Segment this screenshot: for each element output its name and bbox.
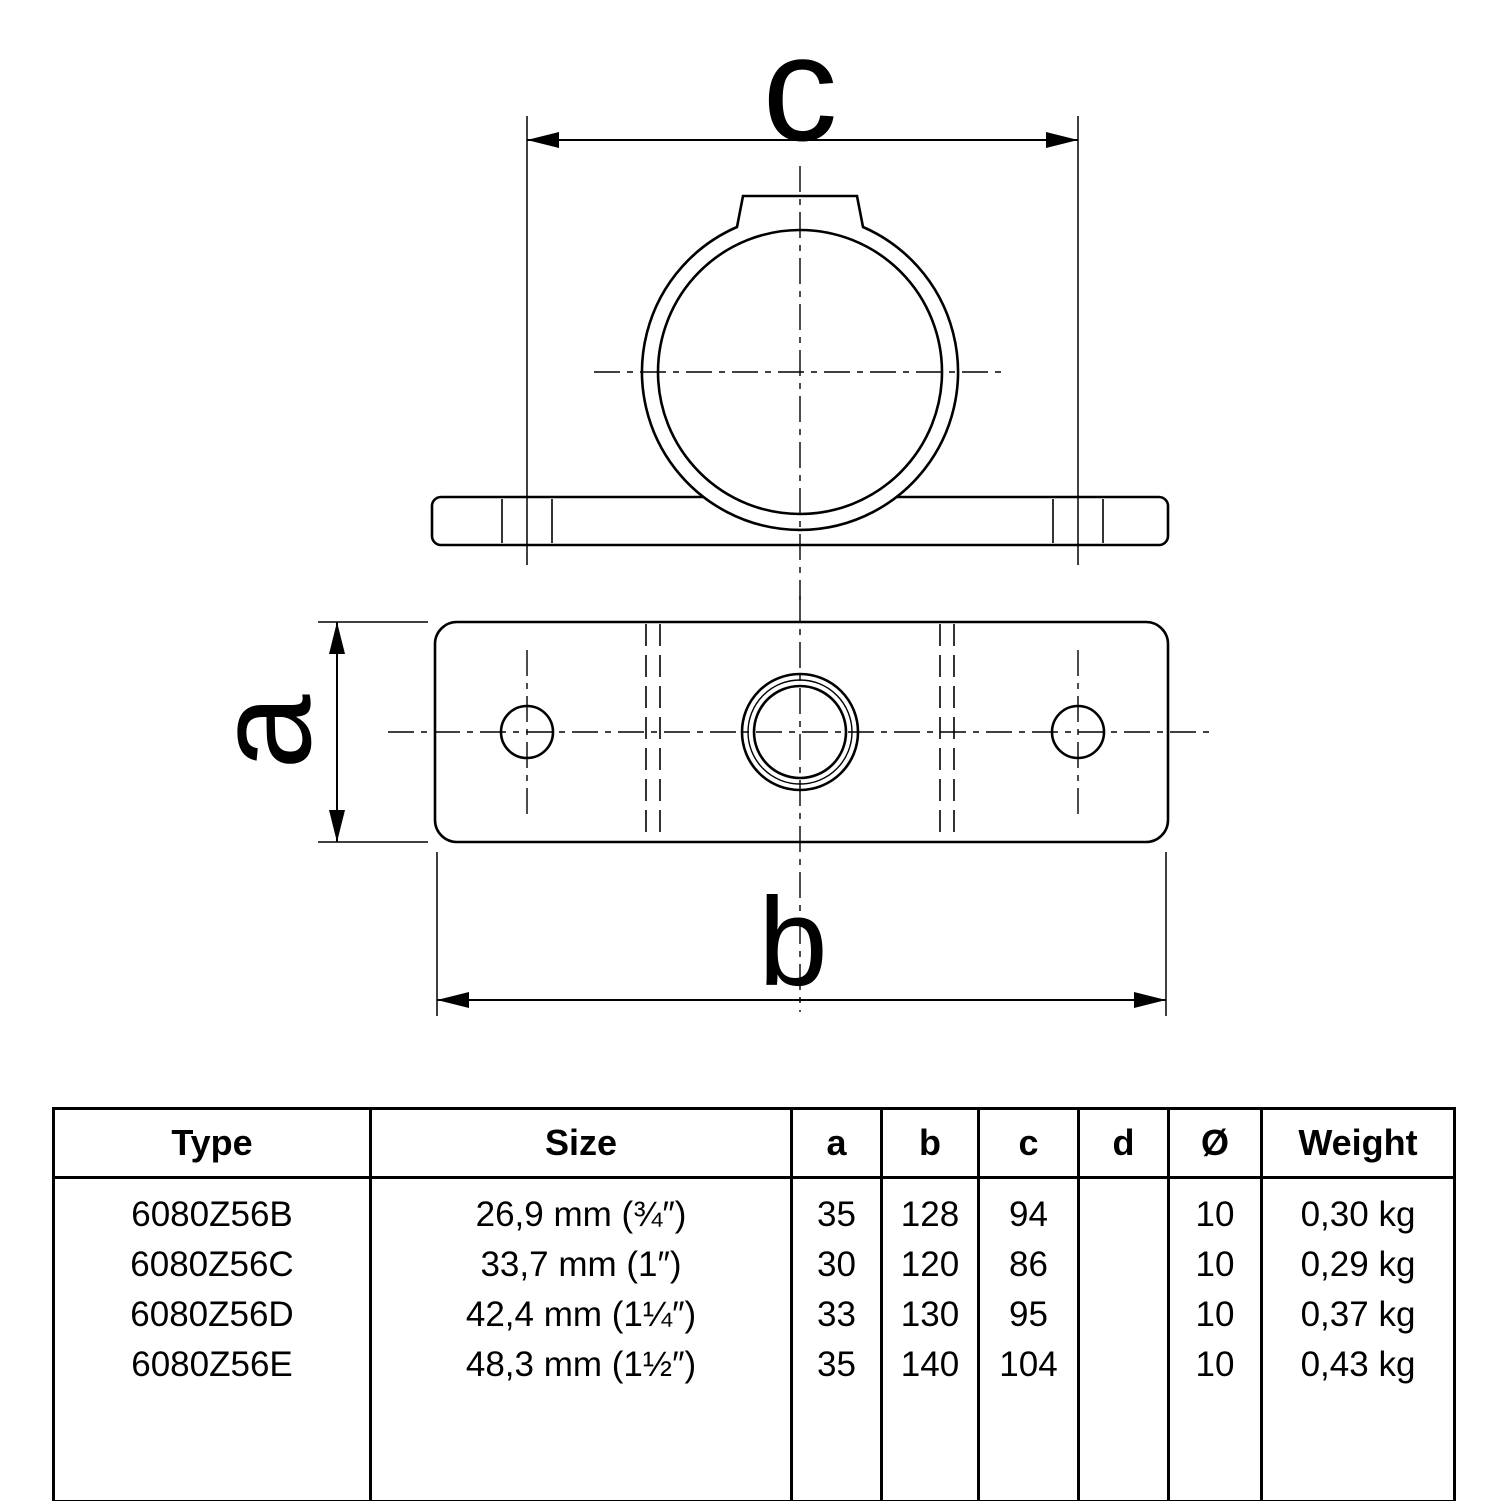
cell-type: 6080Z56C [52, 1240, 372, 1290]
cell-empty [1260, 1390, 1456, 1501]
central-boss-bore [752, 684, 848, 780]
cell-c: 95 [977, 1290, 1080, 1340]
dim-a-arrow-bottom [329, 810, 345, 842]
front-centerlines [594, 166, 1006, 600]
cell-size: 48,3 mm (1½″) [369, 1340, 793, 1390]
col-header-diameter: Ø [1167, 1108, 1263, 1179]
front-view [430, 116, 1170, 600]
dim-c-extension-lines [526, 116, 1079, 565]
cell-type: 6080Z56B [52, 1177, 372, 1240]
table-row: 6080Z56E 48,3 mm (1½″) 35 140 104 10 0,4… [52, 1340, 1456, 1390]
cell-weight: 0,37 kg [1260, 1290, 1456, 1340]
dim-b-label: b [758, 873, 828, 1012]
cell-empty [880, 1390, 980, 1501]
col-header-c: c [977, 1108, 1080, 1179]
dim-a-label: a [188, 694, 339, 770]
col-header-size: Size [369, 1108, 793, 1179]
cell-size: 26,9 mm (¾″) [369, 1177, 793, 1240]
cell-empty [1167, 1390, 1263, 1501]
top-view [388, 596, 1215, 1012]
cell-a: 35 [790, 1177, 883, 1240]
dim-b-extension-lines [436, 852, 1167, 1016]
cell-size: 42,4 mm (1¼″) [369, 1290, 793, 1340]
cell-d [1077, 1177, 1170, 1240]
table-row: 6080Z56D 42,4 mm (1¼″) 33 130 95 10 0,37… [52, 1290, 1456, 1340]
plate-hole-edges [501, 499, 1104, 543]
cell-c: 86 [977, 1240, 1080, 1290]
col-header-d: d [1077, 1108, 1170, 1179]
dim-c-arrow-left [527, 132, 559, 148]
cell-diameter: 10 [1167, 1177, 1263, 1240]
cell-c: 94 [977, 1177, 1080, 1240]
dimension-a: a [188, 621, 428, 843]
dim-a-arrow-top [329, 622, 345, 654]
cell-b: 128 [880, 1177, 980, 1240]
cell-empty [790, 1390, 883, 1501]
cell-empty [52, 1390, 372, 1501]
cell-d [1077, 1240, 1170, 1290]
fitting-drawing: c [188, 4, 1215, 1016]
cell-diameter: 10 [1167, 1290, 1263, 1340]
cell-empty [369, 1390, 793, 1501]
cell-empty [977, 1390, 1080, 1501]
col-header-b: b [880, 1108, 980, 1179]
cell-weight: 0,29 kg [1260, 1240, 1456, 1290]
cell-size: 33,7 mm (1″) [369, 1240, 793, 1290]
cell-d [1077, 1340, 1170, 1390]
cell-c: 104 [977, 1340, 1080, 1390]
cell-b: 130 [880, 1290, 980, 1340]
table-row: 6080Z56B 26,9 mm (¾″) 35 128 94 10 0,30 … [52, 1177, 1456, 1240]
table-filler-row [52, 1390, 1456, 1501]
cell-b: 140 [880, 1340, 980, 1390]
dim-c-label: c [763, 4, 838, 172]
dim-b-arrow-right [1134, 992, 1166, 1008]
cell-type: 6080Z56D [52, 1290, 372, 1340]
dim-c-arrow-right [1046, 132, 1078, 148]
cell-weight: 0,43 kg [1260, 1340, 1456, 1390]
table-header-row: Type Size a b c d Ø Weight [52, 1108, 1456, 1179]
col-header-weight: Weight [1260, 1108, 1456, 1179]
cell-diameter: 10 [1167, 1240, 1263, 1290]
top-centerlines [388, 596, 1215, 1012]
cell-a: 35 [790, 1340, 883, 1390]
spec-table: Type Size a b c d Ø Weight 6080Z56B 26,9… [52, 1107, 1456, 1501]
cell-b: 120 [880, 1240, 980, 1290]
dimension-c: c [527, 4, 1078, 172]
cell-d [1077, 1290, 1170, 1340]
col-header-a: a [790, 1108, 883, 1179]
dim-b-arrow-left [437, 992, 469, 1008]
cell-type: 6080Z56E [52, 1340, 372, 1390]
dimension-b: b [436, 852, 1167, 1016]
table-row: 6080Z56C 33,7 mm (1″) 30 120 86 10 0,29 … [52, 1240, 1456, 1290]
cell-weight: 0,30 kg [1260, 1177, 1456, 1240]
cell-empty [1077, 1390, 1170, 1501]
col-header-type: Type [52, 1108, 372, 1179]
cell-diameter: 10 [1167, 1340, 1263, 1390]
cell-a: 30 [790, 1240, 883, 1290]
cell-a: 33 [790, 1290, 883, 1340]
